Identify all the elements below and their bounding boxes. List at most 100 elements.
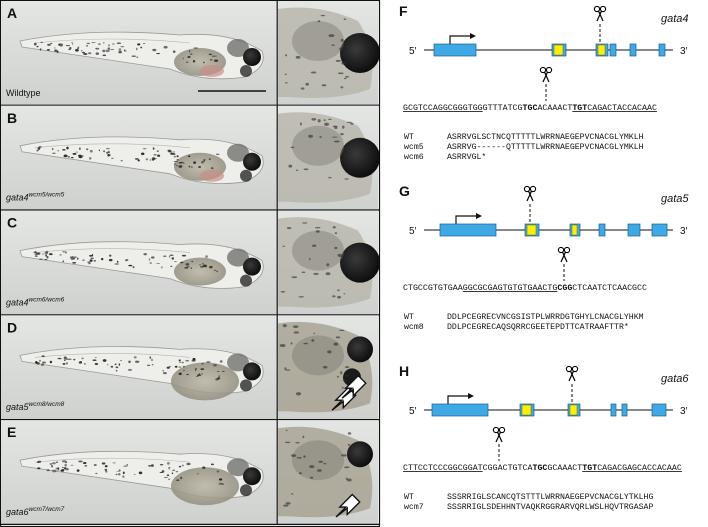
sequence-segment: GCGTCCAGGCGGGTGG (403, 104, 483, 113)
transcription-start-arrow (455, 215, 476, 224)
alignment-seq: ASRRVGLSCTNCQTTTTTLWRRNAEGEPVCNACGLYMKLH (447, 133, 644, 142)
panel-letter-e: E (7, 424, 16, 440)
eye (243, 48, 261, 66)
five-prime-label: 5′ (409, 46, 417, 57)
embryo (19, 450, 264, 506)
zoom-embryo (278, 426, 373, 518)
sequence-segment: CTTCCTCCCGGCGGAT (403, 464, 483, 473)
alignment-seq: ASRRVGL* (447, 152, 486, 162)
eye (243, 257, 261, 276)
alignment-name: WT (404, 133, 414, 142)
exon (627, 223, 641, 237)
exon (609, 43, 617, 57)
exon (439, 223, 497, 237)
alignment-name: wcm5 (404, 143, 424, 152)
exon (629, 43, 637, 57)
targeted-exon (595, 43, 609, 57)
three-prime-label: 3′ (680, 226, 688, 237)
three-prime-label: 3′ (680, 406, 688, 417)
embryo-row-a: A Wildtype (1, 1, 380, 106)
panel-letter-b: B (7, 110, 17, 126)
scissors-icon (565, 365, 579, 382)
embryo (19, 31, 264, 80)
embryo (19, 346, 264, 401)
alignment-seq: DDLPCEGRECAQSQRRCGEETEPDTTCATRAAFTTR* (447, 322, 629, 332)
three-prime-label: 3′ (680, 46, 688, 57)
scissors-icon (557, 246, 571, 263)
alignment-seq: SSSRRIGLSDEHHNTVAQKRGGRARVQRLWSLHQVTRGAS… (447, 503, 653, 512)
target-sequence: CTGCCGTGTGAAGGCGCGAGTGTGTGAACTGCGGCTCAAT… (403, 284, 647, 293)
panel-letter-d: D (7, 319, 17, 335)
targeted-exon (569, 223, 581, 237)
genotype-label: gata5wcm8/wcm8 (6, 401, 65, 412)
exon (431, 403, 489, 417)
scissors-icon (523, 185, 537, 202)
five-prime-label: 5′ (409, 406, 417, 417)
panel-letter-a: A (7, 5, 17, 21)
eye (243, 362, 261, 381)
sequence-segment: CAGACGAGCACCACAAC (597, 464, 682, 473)
sequence-segment: GTTTATCG (483, 104, 523, 113)
eye (243, 467, 261, 486)
scissors-icon (539, 66, 553, 83)
sequence-segment: CTGCCGTGTGAA (403, 284, 463, 293)
genotype-label: gata4wcm5/wcm5 (6, 192, 65, 203)
sequence-segment: CGG (557, 284, 572, 293)
sequence-segment: GCAAACT (547, 464, 582, 473)
arrow-icon (335, 493, 361, 518)
sequence-segment: CAGACTACCACAAC (587, 104, 657, 113)
sequence-segment: TGT (582, 464, 597, 473)
alignment-name: WT (404, 313, 414, 322)
targeted-exon (551, 43, 567, 57)
alignment-seq: DDLPCEGRECVNCGSISTPLWRRDGTGHYLCNACGLYHKM (447, 313, 644, 322)
genotype-label: Wildtype (6, 88, 41, 98)
gene-name: gata4 (661, 13, 689, 25)
sequence-segment: ACAAACT (537, 104, 572, 113)
panel-letter-h: H (399, 363, 409, 379)
sequence-segment: TGC (523, 104, 538, 113)
embryo (19, 241, 264, 289)
exon (658, 43, 666, 57)
alignment-name: wcm7 (404, 503, 424, 512)
exon (651, 403, 667, 417)
scissors-icon (593, 5, 607, 22)
genotype-label: gata4wcm6/wcm6 (6, 296, 65, 307)
zoom-embryo (278, 112, 380, 203)
zoom-embryo (278, 217, 380, 308)
sequence-segment: GGCGCGAGTGTGTGAACTG (463, 284, 558, 293)
exon (433, 43, 477, 57)
zoom-embryo (278, 7, 380, 98)
embryo-panels: AWildtypeBgata4wcm5/wcm5Cgata4wcm6/wcm6D… (1, 1, 380, 526)
genotype-label: gata6wcm7/wcm7 (6, 506, 65, 517)
scissors-icon (492, 426, 506, 443)
panel-letter-c: C (7, 215, 17, 231)
alignment-seq: ASRRVG------QTTTTTLWRRNAEGEPVCNACGLYMKLH (447, 143, 644, 152)
exon (651, 223, 668, 237)
panel-letter-g: G (399, 183, 410, 199)
embryo (19, 136, 264, 184)
alignment-name: wcm8 (404, 323, 424, 332)
targeted-exon (519, 403, 535, 417)
arrow-icon (341, 374, 367, 399)
targeted-exon (567, 403, 581, 417)
eye (243, 152, 261, 171)
alignment-name: wcm6 (404, 153, 424, 162)
five-prime-label: 5′ (409, 226, 417, 237)
transcription-start-arrow (447, 395, 468, 404)
target-sequence: CTTCCTCCCGGCGGATCGGACTGTCATGCGCAAACTTGTC… (403, 464, 682, 473)
sequence-segment: CGGACTGTCA (483, 464, 533, 473)
transcription-start-arrow (449, 35, 470, 44)
panel-letter-f: F (399, 3, 408, 19)
arrow-icon (331, 386, 357, 411)
sequence-segment: CTCAATCTCAACGCC (572, 284, 647, 293)
alignment-seq: SSSRRIGLSCANCQTSTTTLWRRNAEGEPVCNACGLYTKL… (447, 493, 653, 502)
